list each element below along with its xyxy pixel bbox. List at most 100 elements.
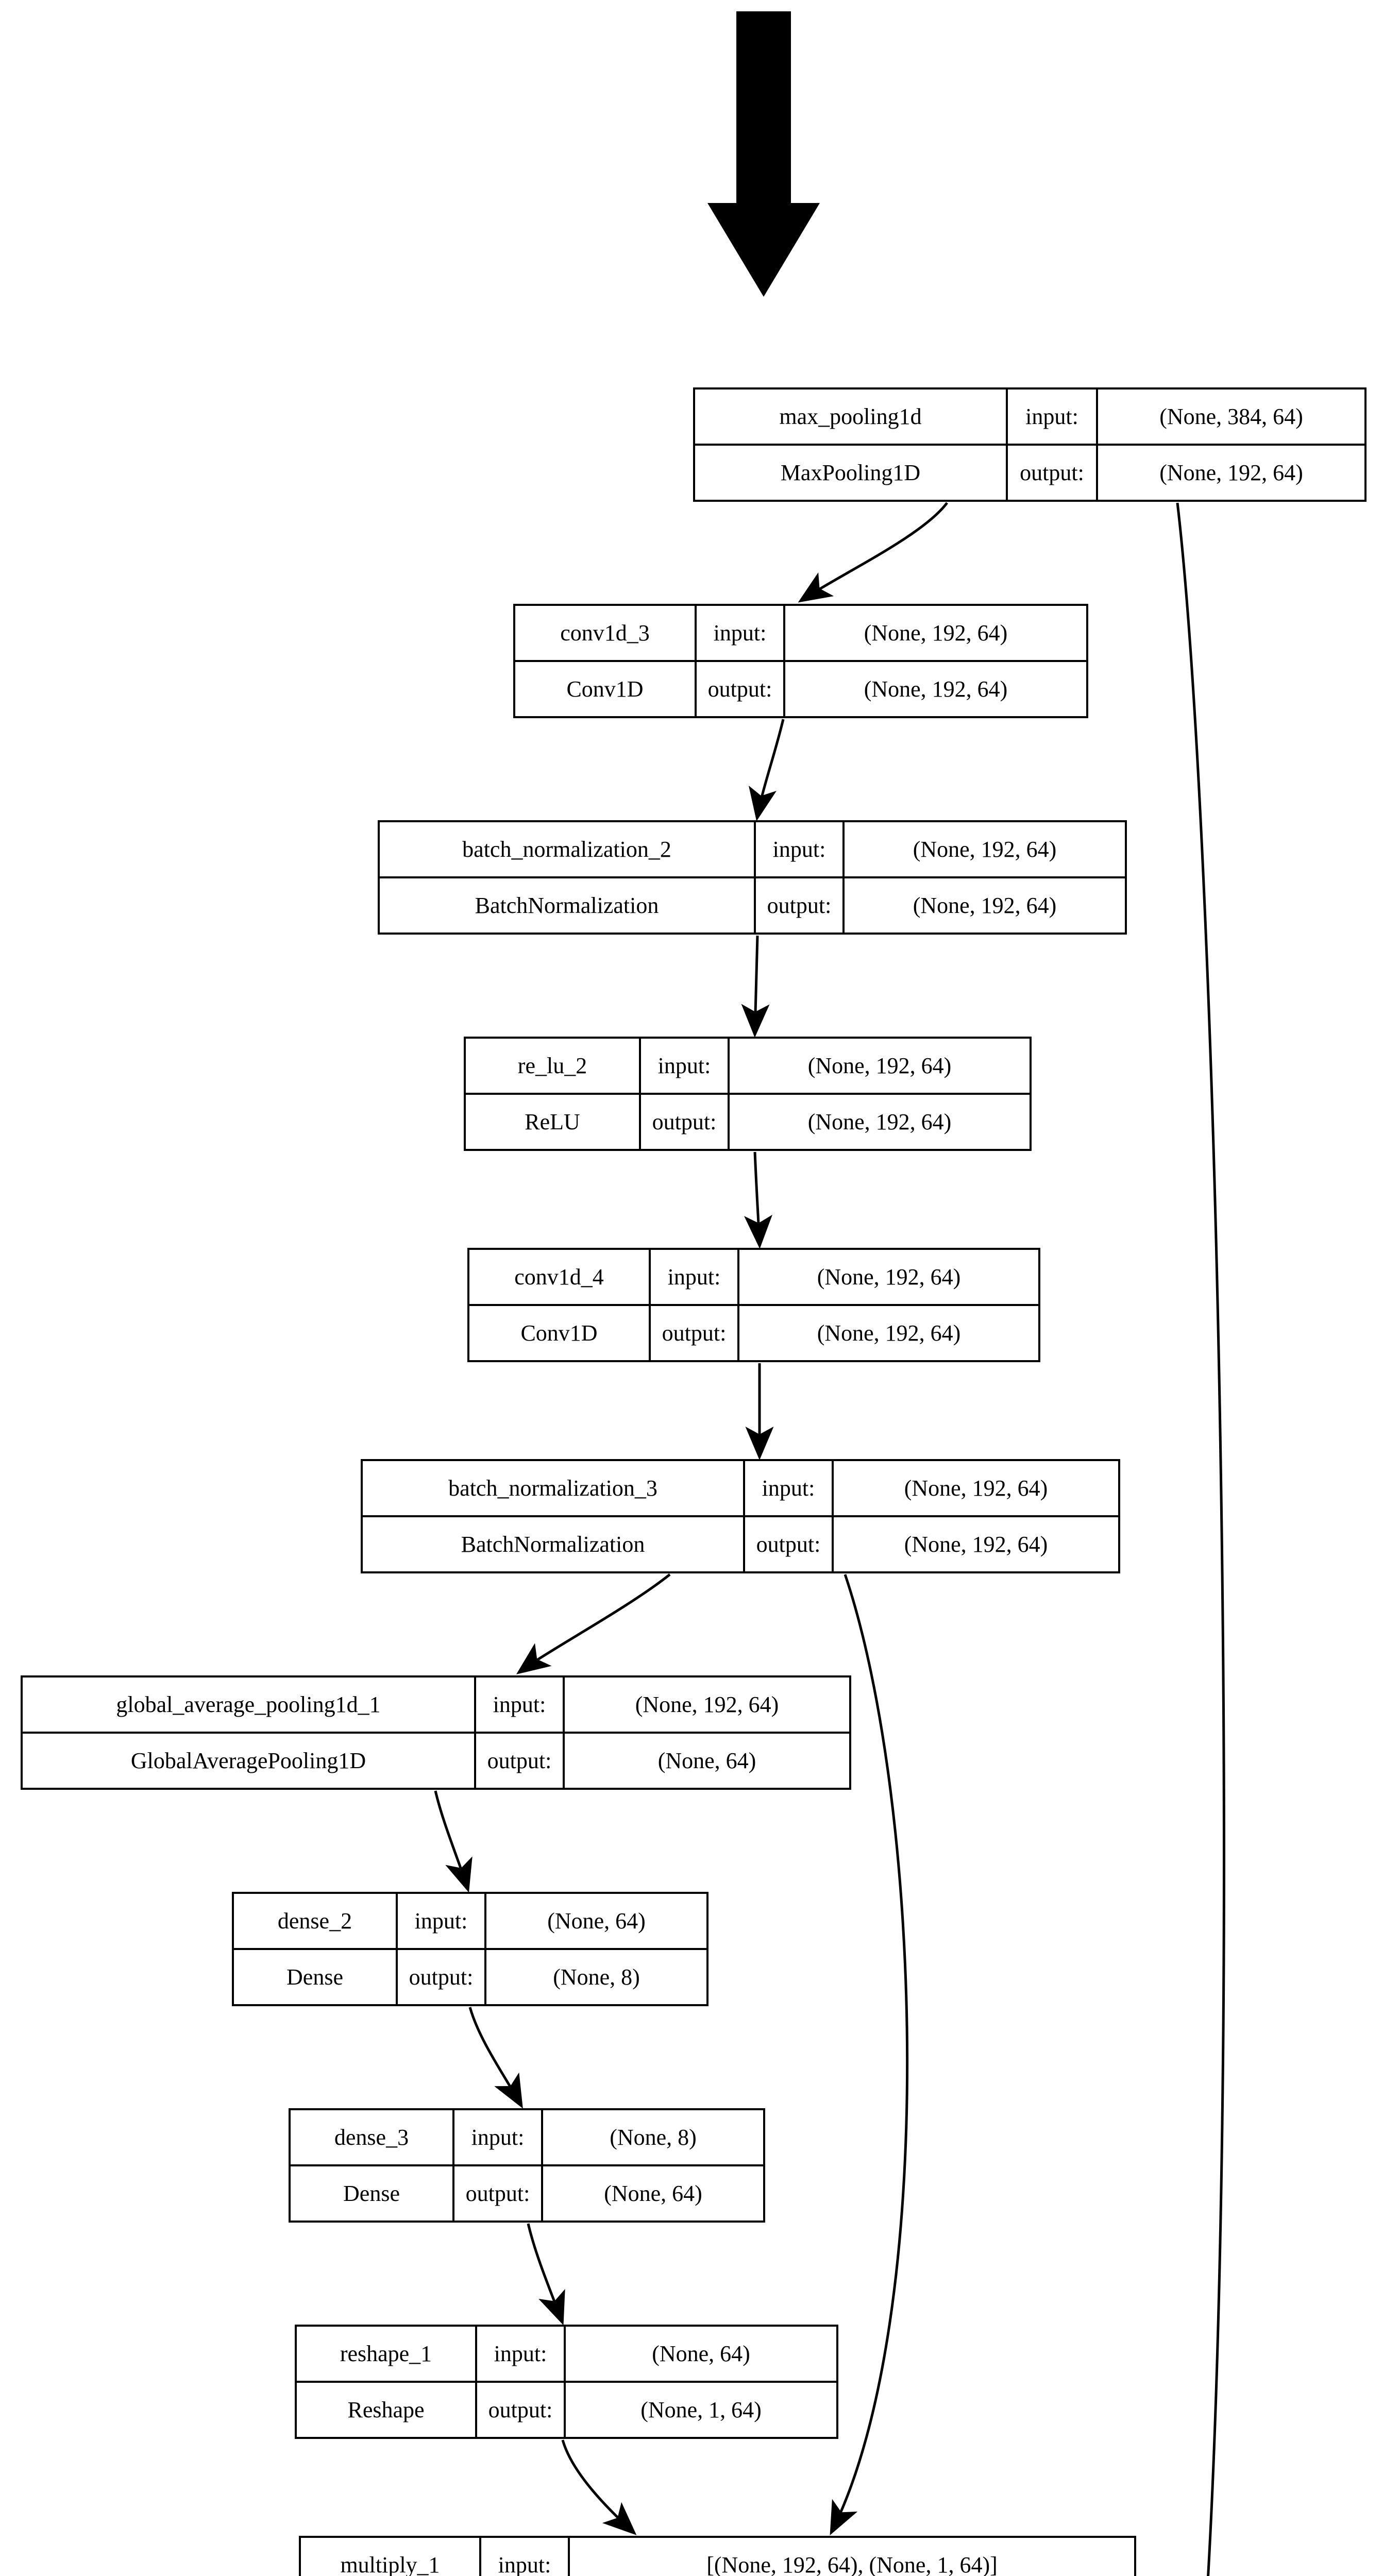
edge-reshape1-to-multiply1 xyxy=(561,2439,637,2535)
edge-dense3-to-reshape1 xyxy=(527,2223,565,2326)
layer-class-label: Dense xyxy=(291,2166,454,2221)
input-port-label: input: xyxy=(641,1039,730,1093)
output-shape-value: (None, 192, 64) xyxy=(904,1531,1048,1557)
layer-name-label: re_lu_2 xyxy=(466,1039,641,1093)
output-port-label: output: xyxy=(641,1095,730,1149)
input-shape-value: (None, 192, 64) xyxy=(635,1691,779,1717)
output-shape-value: (None, 64) xyxy=(657,1748,756,1773)
input-shape-value: (None, 64) xyxy=(547,1908,646,1934)
layer-name-label: batch_normalization_2 xyxy=(380,822,756,876)
input-shape-value: [(None, 192, 64), (None, 1, 64)] xyxy=(706,2552,998,2576)
edge-gap1-to-dense2 xyxy=(434,1790,473,1893)
layer-class-label: GlobalAveragePooling1D xyxy=(23,1734,476,1788)
output-shape-value: (None, 192, 64) xyxy=(864,676,1008,702)
layer-name-label: dense_2 xyxy=(234,1894,398,1948)
layer-class-label: ReLU xyxy=(466,1095,641,1149)
layer-class-label: BatchNormalization xyxy=(363,1517,745,1571)
layer-class-label: Reshape xyxy=(297,2383,477,2437)
input-shape-value: (None, 192, 64) xyxy=(817,1264,961,1290)
output-port-label: output: xyxy=(651,1306,739,1360)
layer-name-label: conv1d_3 xyxy=(515,606,697,660)
output-port-label: output: xyxy=(476,1734,565,1788)
output-shape-value: (None, 192, 64) xyxy=(913,892,1057,918)
output-shape-value: (None, 192, 64) xyxy=(817,1320,961,1346)
input-port-label: input: xyxy=(398,1894,486,1948)
input-port-label: input: xyxy=(651,1250,739,1304)
input-port-label: input: xyxy=(745,1461,834,1515)
input-port-label: input: xyxy=(697,606,785,660)
input-shape-value: (None, 192, 64) xyxy=(913,836,1057,862)
input-shape-value: (None, 192, 64) xyxy=(807,1053,952,1078)
output-port-label: output: xyxy=(454,2166,543,2221)
layer-name-label: batch_normalization_3 xyxy=(363,1461,745,1515)
layer-class-label: MaxPooling1D xyxy=(695,446,1008,500)
input-shape-value: (None, 192, 64) xyxy=(904,1475,1048,1501)
output-shape-value: (None, 192, 64) xyxy=(1159,460,1303,485)
output-shape-value: (None, 8) xyxy=(553,1964,640,1990)
input-port-label: input: xyxy=(454,2110,543,2164)
edge-conv1d3-to-bn2 xyxy=(748,719,785,821)
output-port-label: output: xyxy=(398,1950,486,2004)
edge-relu2-to-conv1d4 xyxy=(744,1151,772,1249)
layer-name-label: reshape_1 xyxy=(297,2327,477,2381)
input-port-label: input: xyxy=(481,2538,570,2576)
output-port-label: output: xyxy=(1008,446,1098,500)
input-port-label: input: xyxy=(477,2327,566,2381)
output-shape-value: (None, 64) xyxy=(604,2180,702,2206)
edge-maxpool-to-conv1d3 xyxy=(798,502,948,603)
layer-name-label: conv1d_4 xyxy=(469,1250,651,1304)
output-port-label: output: xyxy=(697,662,785,716)
layer-name-label: multiply_1 xyxy=(301,2538,481,2576)
output-port-label: output: xyxy=(477,2383,566,2437)
input-port-label: input: xyxy=(1008,389,1098,444)
edge-bn3-to-gap1 xyxy=(516,1573,671,1674)
layer-class-label: Conv1D xyxy=(515,662,697,716)
layer-name-label: global_average_pooling1d_1 xyxy=(23,1677,476,1732)
input-port-label: input: xyxy=(756,822,845,876)
edge-dense2-to-dense3 xyxy=(468,2007,523,2109)
input-shape-value: (None, 8) xyxy=(610,2124,697,2150)
output-shape-value: (None, 1, 64) xyxy=(640,2397,762,2422)
input-shape-value: (None, 64) xyxy=(652,2341,750,2366)
layer-name-label: max_pooling1d xyxy=(695,389,1008,444)
output-port-label: output: xyxy=(756,878,845,933)
layer-class-label: Dense xyxy=(234,1950,398,2004)
edge-maxpool-to-add1 xyxy=(1176,502,1225,2576)
input-port-label: input: xyxy=(476,1677,565,1732)
layer-class-label: BatchNormalization xyxy=(380,878,756,933)
bold-down-arrow-icon xyxy=(707,11,820,297)
